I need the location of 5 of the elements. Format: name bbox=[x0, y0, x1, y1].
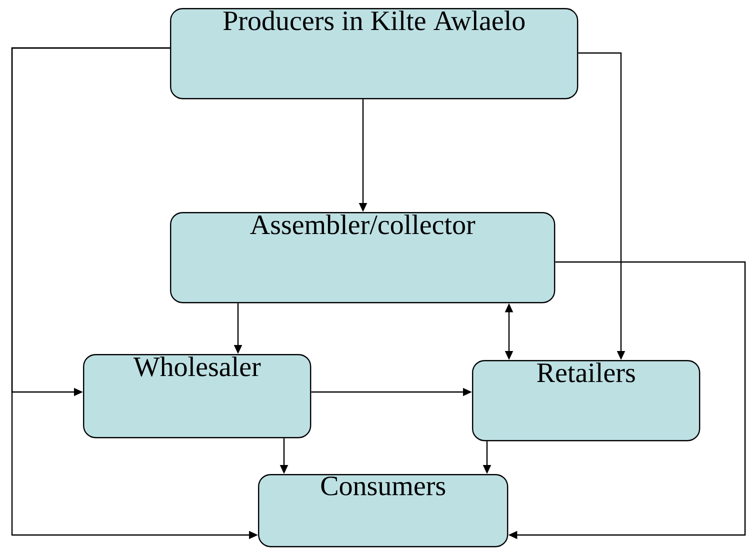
process-box: Producers in Kilte Awlaelo bbox=[170, 8, 578, 100]
process-box: Retailers bbox=[472, 360, 700, 442]
process-box: Consumers bbox=[258, 474, 508, 548]
process-box: Wholesaler bbox=[83, 354, 312, 438]
process-box: Assembler/collector bbox=[170, 212, 556, 304]
